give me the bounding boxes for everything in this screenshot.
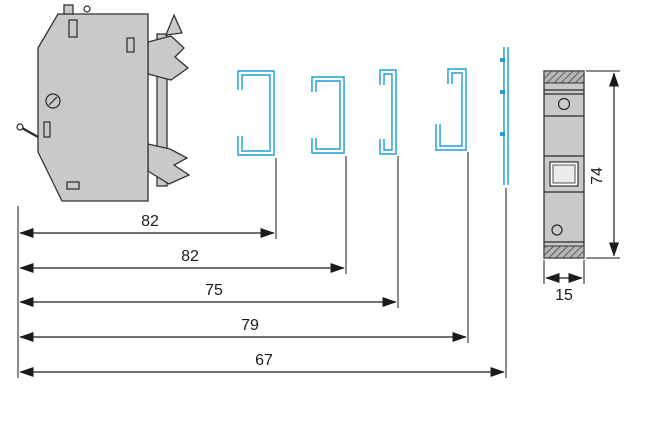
module-side-view bbox=[16, 4, 191, 202]
release-lever bbox=[21, 127, 39, 138]
bottom-rail-clip bbox=[147, 143, 191, 185]
dimension-79: 79 bbox=[19, 152, 469, 343]
screw-head bbox=[45, 93, 61, 109]
din-rail-edge bbox=[156, 33, 168, 187]
dimension-label-15: 15 bbox=[555, 287, 573, 304]
dimension-75: 75 bbox=[19, 156, 399, 308]
flat-rail-profile bbox=[500, 47, 509, 185]
dimension-front-width: 15 bbox=[543, 260, 585, 304]
dimension-label-75: 75 bbox=[205, 282, 223, 299]
module-front-view bbox=[543, 70, 585, 259]
dimension-front-height: 74 bbox=[586, 70, 620, 259]
front-screw-bottom bbox=[551, 224, 563, 236]
horizontal-dimensions: 82 82 75 79 67 bbox=[17, 152, 507, 378]
dimension-label-82-second: 82 bbox=[181, 248, 199, 265]
dimension-label-79: 79 bbox=[241, 317, 259, 334]
dimension-label-74: 74 bbox=[589, 167, 606, 185]
flat-rail-nub bbox=[500, 58, 505, 62]
c-rail-profile-medium bbox=[311, 76, 345, 154]
c-rail-profile-large bbox=[237, 70, 275, 156]
top-pin bbox=[83, 5, 91, 13]
dimension-label-82-first: 82 bbox=[141, 213, 159, 230]
dimension-82-second: 82 bbox=[19, 156, 347, 274]
release-lever-eye bbox=[16, 123, 24, 131]
top-tab bbox=[63, 4, 74, 15]
rail-profiles bbox=[237, 47, 509, 185]
screw-slot bbox=[48, 96, 58, 106]
dimension-label-67: 67 bbox=[255, 352, 273, 369]
body-slot bbox=[66, 181, 80, 190]
g-rail-profile bbox=[435, 68, 467, 151]
dimension-82-first: 82 bbox=[19, 158, 277, 239]
front-screw-top bbox=[557, 97, 571, 111]
top-terminal-block bbox=[543, 70, 585, 84]
body-slot bbox=[126, 37, 135, 53]
top-rail-clip bbox=[147, 35, 190, 81]
body-slot bbox=[68, 19, 78, 38]
c-rail-profile-narrow bbox=[379, 69, 397, 155]
module-body bbox=[37, 13, 149, 202]
bottom-terminal-block bbox=[543, 245, 585, 259]
body-slot bbox=[43, 121, 51, 138]
flat-rail-nub bbox=[500, 90, 505, 94]
marker-label bbox=[552, 164, 576, 184]
dimension-67: 67 bbox=[19, 188, 507, 378]
top-latch-spike bbox=[164, 13, 183, 36]
flat-rail-nub bbox=[500, 132, 505, 136]
